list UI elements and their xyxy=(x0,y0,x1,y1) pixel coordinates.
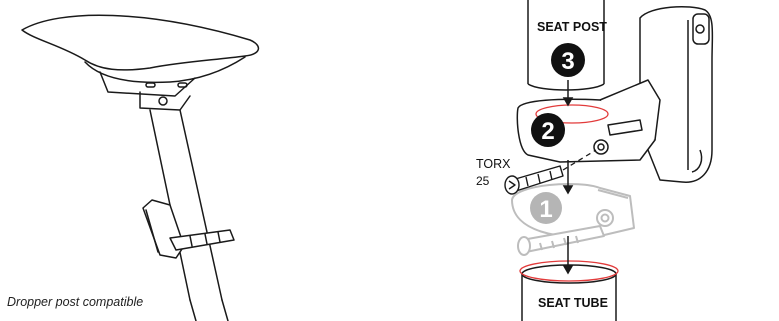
step-badge-3-label: 3 xyxy=(561,48,574,75)
torx-size-label: 25 xyxy=(476,174,490,188)
step-badge-1: 1 xyxy=(530,192,562,224)
light-body xyxy=(639,5,714,183)
right-install-diagram: 3 2 1 SEAT POST SEAT TUBE TORX 25 xyxy=(476,0,714,321)
screw-guide-dashes xyxy=(562,149,597,171)
clamp-bolt xyxy=(158,96,168,106)
saddle-slot-1 xyxy=(145,82,156,88)
torx-label: TORX xyxy=(476,157,511,171)
saddle-lower-edge xyxy=(84,56,246,84)
seat-tube xyxy=(189,299,197,321)
seat-post-part xyxy=(527,0,605,91)
step-badge-2: 2 xyxy=(531,113,565,147)
saddle-rails xyxy=(99,71,196,97)
left-bike-illustration xyxy=(21,14,260,321)
assembly-arrows xyxy=(562,80,574,275)
step-badge-2-label: 2 xyxy=(541,118,554,145)
caption-dropper-post: Dropper post compatible xyxy=(7,295,144,309)
seat-tube-part xyxy=(521,264,617,321)
torx-screw xyxy=(504,165,564,195)
gray-clamp xyxy=(511,183,635,256)
bracket-red-ring xyxy=(535,104,609,124)
seat-tube-label: SEAT TUBE xyxy=(538,296,608,310)
seatpost-clamp-head xyxy=(139,91,191,111)
step-badge-1-label: 1 xyxy=(539,196,552,223)
saddle-slot-2 xyxy=(177,82,188,88)
saddle xyxy=(21,14,260,71)
step-badge-3: 3 xyxy=(551,43,585,77)
seat-post-label: SEAT POST xyxy=(537,20,607,34)
tube-red-ring xyxy=(519,260,619,282)
